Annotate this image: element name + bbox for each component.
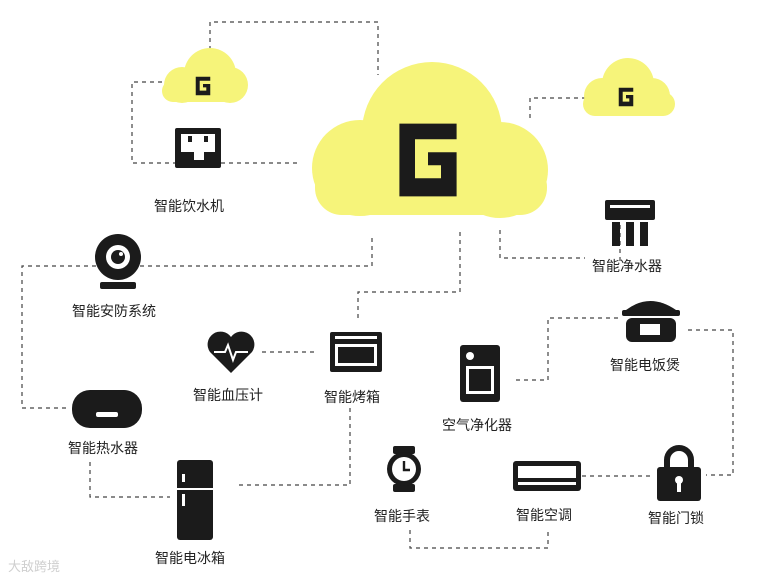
- label-watch: 智能手表: [374, 509, 430, 525]
- label-air-purifier: 空气净化器: [442, 418, 512, 434]
- fridge-icon: [177, 460, 213, 540]
- label-door-lock: 智能门锁: [648, 511, 704, 527]
- watch-icon: [387, 446, 421, 492]
- oven-icon: [330, 332, 382, 372]
- label-blood-pressure: 智能血压计: [193, 388, 263, 404]
- water-purifier-icon: [605, 200, 655, 246]
- label-water-purifier: 智能净水器: [592, 259, 662, 275]
- water-heater-icon: [72, 390, 142, 428]
- cloud-node-left: [162, 48, 248, 103]
- heart-monitor-icon: [207, 331, 255, 373]
- label-air-conditioner: 智能空调: [516, 508, 572, 524]
- rice-cooker-icon: [622, 301, 680, 342]
- cloud-node-right: [583, 58, 675, 116]
- label-water-dispenser: 智能饮水机: [154, 199, 224, 215]
- watermark: 大敌跨境: [8, 560, 61, 575]
- security-camera-icon: [95, 234, 141, 289]
- label-rice-cooker: 智能电饭煲: [610, 358, 680, 374]
- label-fridge: 智能电冰箱: [155, 551, 225, 567]
- label-security-system: 智能安防系统: [72, 304, 156, 320]
- central-cloud: [312, 62, 548, 218]
- label-oven: 智能烤箱: [324, 390, 380, 406]
- water-dispenser-icon: [175, 128, 221, 168]
- air-purifier-icon: [460, 345, 500, 402]
- air-conditioner-icon: [513, 461, 581, 491]
- label-water-heater: 智能热水器: [68, 441, 138, 457]
- lock-icon: [657, 445, 701, 501]
